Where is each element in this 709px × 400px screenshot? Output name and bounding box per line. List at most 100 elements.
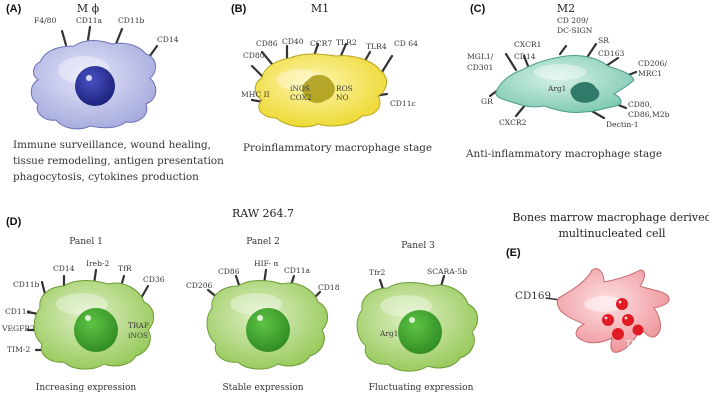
bm-cell [556, 268, 670, 353]
marker-d1-cd14: CD14 [53, 264, 75, 273]
marker-cd80: CD80 [243, 51, 265, 60]
panel-a-letter: (A) [6, 3, 22, 15]
subpanel-1-inner-trap: TRAP [128, 321, 149, 330]
marker-d1-cd36: CD36 [143, 275, 165, 284]
subpanel-1-inner-inos: iNOS [128, 331, 148, 340]
bm-cell-highlight [584, 296, 624, 312]
marker-tlr2: TLR2 [336, 38, 357, 47]
panel-a-caption-line-1: Immune surveillance, wound healing, [13, 139, 211, 151]
marker-cd64: CD 64 [394, 39, 418, 48]
panel-d-subpanel-2: Panel 2 CD86 HIF- α CD11a CD206 CD18 Sta… [186, 237, 340, 393]
raw-cell-1-nucleus-shine [85, 315, 91, 321]
subpanel-3-caption: Fluctuating expression [369, 383, 474, 393]
marker-cd40: CD40 [282, 37, 304, 46]
panel-c-caption: Anti-inflammatory macrophage stage [465, 148, 662, 160]
marker-mhc-ii: MHC II [241, 90, 270, 99]
marker-d2-cd18: CD18 [318, 283, 340, 292]
bm-inner-trap: TRAP [626, 339, 647, 348]
marker-cd209-line-1: CD 209/ [557, 16, 589, 25]
marker-mgl1-line-2: CD301 [467, 63, 493, 72]
raw-cell-3-nucleus-shine [409, 317, 415, 323]
panel-c: (C) M2 Arg1 CD 209/ DC-SIGN CXCR1 SR CD1… [465, 2, 670, 160]
bm-nuclei-shine [604, 300, 628, 320]
panel-d-title: RAW 264.7 [232, 207, 294, 220]
m1-inner-no: NO [336, 93, 349, 102]
m2-cell-highlight [534, 64, 586, 80]
panel-d-subpanel-1: Panel 1 TRAP iNOS CD11b CD14 Ireb-2 TfR … [1, 237, 165, 393]
subpanel-2-caption: Stable expression [222, 383, 303, 393]
panel-e-title-line-2: multinucleated cell [558, 227, 666, 240]
marker-cd80-cd86-line-2: CD86,M2b [628, 110, 670, 119]
subpanel-3-inner-arg1: Arg1 [379, 329, 398, 338]
m2-inner-arg1: Arg1 [547, 84, 566, 93]
marker-cd86: CD86 [256, 39, 278, 48]
marker-d3-tfr2: Tfr2 [369, 268, 386, 277]
subpanel-2-title: Panel 2 [246, 237, 280, 247]
m1-inner-cox2: COX2 [290, 93, 312, 102]
marker-cd163: CD163 [598, 49, 625, 58]
panel-e-letter: (E) [506, 247, 521, 259]
raw-cell-1-nucleus [74, 308, 118, 352]
panel-c-title: M2 [557, 2, 575, 15]
panel-b-title: M1 [311, 2, 329, 15]
panel-d-subpanel-3: Panel 3 Arg1 Tfr2 SCARA-5b Fluctuating e… [356, 241, 478, 393]
panel-e-title-line-1: Bones marrow macrophage derived [512, 211, 709, 224]
marker-cd206-line-2: MRC1 [638, 69, 662, 78]
marker-d1-tim-2: TIM-2 [7, 345, 30, 354]
panel-d: (D) RAW 264.7 Panel 1 TRAP iNOS CD11b CD [1, 207, 478, 393]
raw-cell-3-nucleus [398, 310, 442, 354]
m1-inner-inos: iNOS [290, 84, 310, 93]
marker-d3-scara-5b: SCARA-5b [427, 267, 467, 276]
marker-cd209-line-2: DC-SIGN [557, 26, 593, 35]
marker-cd169: CD169 [515, 290, 551, 302]
marker-sr: SR [598, 36, 609, 45]
raw-cell-2-nucleus [246, 308, 290, 352]
marker-cd11a: CD11a [76, 16, 103, 25]
mphi-nucleus [75, 66, 115, 106]
marker-gr: GR [481, 97, 493, 106]
marker-tlr4: TLR4 [366, 42, 387, 51]
marker-cd206-line-1: CD206/ [638, 59, 667, 68]
panel-e: (E) Bones marrow macrophage derived mult… [506, 211, 709, 353]
marker-d1-cd11b: CD11b [13, 280, 40, 289]
m2-cell [495, 55, 635, 113]
marker-cd14: CD14 [157, 35, 179, 44]
m1-inner-ros: ROS [336, 84, 353, 93]
panel-a-caption-line-3: phagocytosis, cytokines production [13, 171, 199, 183]
bm-nuclei [602, 298, 644, 340]
subpanel-1-caption: Increasing expression [36, 383, 137, 393]
panel-a-title: M ϕ [77, 2, 100, 15]
marker-cd14: CD14 [514, 52, 536, 61]
marker-dectin-1: Dectin-1 [606, 120, 639, 129]
m2-nucleus [570, 82, 600, 103]
raw-cell-2-nucleus-shine [257, 315, 263, 321]
marker-cd11b: CD11b [118, 16, 145, 25]
marker-d2-cd206: CD206 [186, 281, 213, 290]
marker-cxcr1: CXCR1 [514, 40, 541, 49]
marker-d2-cd11a: CD11a [284, 266, 311, 275]
marker-cd80-cd86-line-1: CD80, [628, 100, 652, 109]
marker-mgl1-line-1: MGL1/ [467, 52, 494, 61]
panel-d-letter: (D) [6, 216, 22, 228]
panel-b-caption: Proinflammatory macrophage stage [243, 142, 432, 154]
m1-nucleus [301, 74, 335, 103]
panel-a-caption-line-2: tissue remodeling, antigen presentation [13, 155, 224, 167]
marker-d1-cd11c: CD11c [5, 307, 31, 316]
mphi-nucleus-shine [86, 75, 92, 81]
panel-a: (A) M ϕ F4/80 CD11a CD11b CD14 Immune su… [6, 2, 224, 183]
marker-f4-80: F4/80 [34, 16, 56, 25]
panel-b: (B) M1 iNOS COX2 ROS NO CD86 CD40 CCR7 T… [231, 2, 432, 154]
marker-d1-vegfr2: VEGFR2 [1, 324, 35, 333]
marker-d1-tfr: TfR [118, 264, 132, 273]
subpanel-3-title: Panel 3 [401, 241, 435, 251]
panel-b-letter: (B) [231, 3, 247, 15]
marker-d2-hif-alpha: HIF- α [254, 259, 279, 268]
marker-cd11c: CD11c [390, 99, 416, 108]
panel-c-letter: (C) [470, 3, 486, 15]
marker-cxcr2: CXCR2 [499, 118, 527, 127]
marker-ccr7: CCR7 [310, 39, 332, 48]
marker-d1-ireb-2: Ireb-2 [86, 259, 110, 268]
marker-d2-cd86: CD86 [218, 267, 240, 276]
